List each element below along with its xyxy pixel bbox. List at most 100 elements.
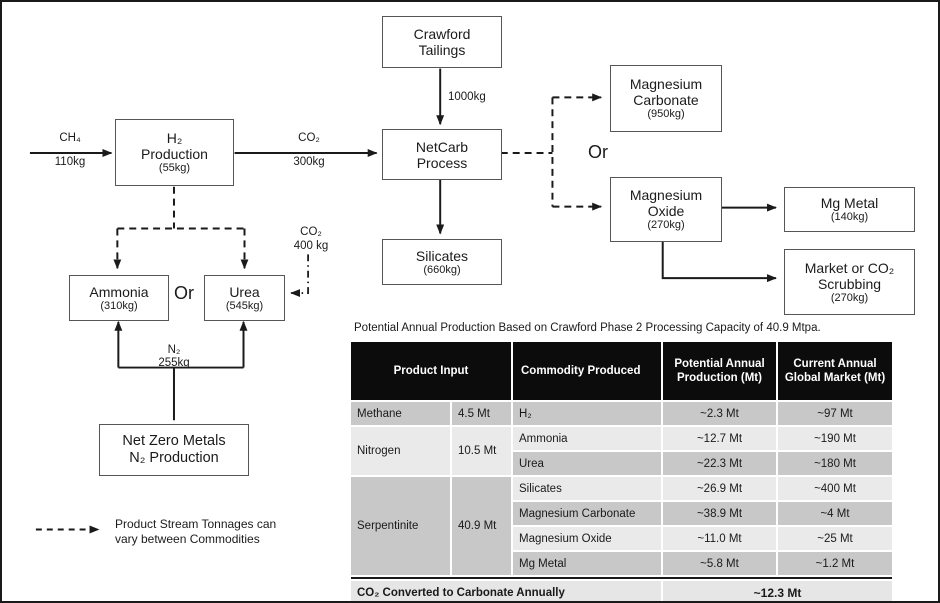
table-row: Mg Metal ~5.8 Mt ~1.2 Mt bbox=[351, 552, 892, 575]
cell-commodity: Magnesium Oxide bbox=[513, 527, 661, 550]
box-magnesium-carbonate: Magnesium Carbonate (950kg) bbox=[610, 65, 722, 132]
box-label: Ammonia bbox=[89, 283, 149, 300]
cell-input: Nitrogen bbox=[351, 427, 450, 475]
box-crawford-tailings: Crawford Tailings bbox=[382, 16, 502, 68]
cell-potential: ~22.3 Mt bbox=[663, 452, 776, 475]
box-mg-metal: Mg Metal (140kg) bbox=[784, 187, 915, 232]
box-amount: (140kg) bbox=[830, 211, 869, 223]
table-row: Serpentinite 40.9 Mt Silicates ~26.9 Mt … bbox=[351, 477, 892, 575]
table-header-row: Product Input Commodity Produced Potenti… bbox=[351, 342, 892, 400]
or-label-products: Or bbox=[174, 283, 194, 303]
flow-label-n2: N₂ bbox=[167, 344, 181, 356]
production-table: Product Input Commodity Produced Potenti… bbox=[349, 340, 894, 601]
legend-line1: Product Stream Tonnages can bbox=[115, 517, 277, 531]
cell-commodity: H₂ bbox=[513, 402, 661, 425]
table-row: Magnesium Oxide ~11.0 Mt ~25 Mt bbox=[351, 527, 892, 550]
footer-label: CO₂ Converted to Carbonate Annually bbox=[351, 581, 661, 601]
box-label: Magnesium bbox=[629, 187, 703, 203]
box-label: Market or CO₂ bbox=[804, 259, 895, 276]
cell-market: ~190 Mt bbox=[778, 427, 892, 450]
box-h2-production: H₂ Production (55kg) bbox=[115, 119, 234, 186]
cell-commodity: Urea bbox=[513, 452, 661, 475]
table-footer-row: CO₂ Converted to Carbonate Annually ~12.… bbox=[351, 581, 892, 601]
box-label: H₂ bbox=[166, 130, 183, 146]
arrow-co2-400-to-urea bbox=[290, 254, 309, 298]
box-urea: Urea (545kg) bbox=[204, 275, 285, 321]
line-netcarb-dashed-trunk bbox=[500, 97, 554, 207]
cell-input-amount: 10.5 Mt bbox=[452, 427, 511, 475]
box-netcarb-process: NetCarb Process bbox=[382, 129, 502, 180]
legend-line2: vary between Commodities bbox=[115, 532, 260, 546]
flow-label-ch4: CH₄ bbox=[59, 132, 81, 144]
arrow-mgoxide-to-market bbox=[661, 241, 777, 283]
cell-potential: ~38.9 Mt bbox=[663, 502, 776, 525]
cell-input-amount: 4.5 Mt bbox=[452, 402, 511, 425]
table-separator bbox=[351, 577, 892, 579]
cell-potential: ~5.8 Mt bbox=[663, 552, 776, 575]
cell-input: Serpentinite bbox=[351, 477, 450, 575]
box-label: Tailings bbox=[418, 42, 466, 58]
box-magnesium-oxide: Magnesium Oxide (270kg) bbox=[610, 177, 722, 242]
box-silicates: Silicates (660kg) bbox=[382, 239, 502, 285]
cell-market: ~180 Mt bbox=[778, 452, 892, 475]
table-row: Urea ~22.3 Mt ~180 Mt bbox=[351, 452, 892, 475]
box-label: Mg Metal bbox=[820, 195, 879, 211]
cell-commodity: Silicates bbox=[513, 477, 661, 500]
box-amount: (950kg) bbox=[647, 108, 685, 120]
box-amount: (310kg) bbox=[100, 299, 138, 312]
table-title: Potential Annual Production Based on Cra… bbox=[354, 322, 821, 334]
box-amount: (270kg) bbox=[647, 219, 685, 231]
header-product-input: Product Input bbox=[351, 342, 511, 400]
cell-market: ~4 Mt bbox=[778, 502, 892, 525]
footer-value: ~12.3 Mt bbox=[663, 581, 892, 601]
header-potential-production: Potential Annual Production (Mt) bbox=[663, 342, 776, 400]
cell-commodity: Ammonia bbox=[513, 427, 661, 450]
box-amount: (270kg) bbox=[830, 291, 869, 304]
flow-label-co2-mass: 300kg bbox=[293, 156, 325, 168]
table-row: Magnesium Carbonate ~38.9 Mt ~4 Mt bbox=[351, 502, 892, 525]
legend: Product Stream Tonnages can vary between… bbox=[115, 517, 276, 547]
cell-market: ~25 Mt bbox=[778, 527, 892, 550]
flow-label-co2-400: CO₂ bbox=[300, 226, 322, 238]
flow-label-ch4-mass: 110kg bbox=[54, 156, 86, 168]
table-row: Methane 4.5 Mt H₂ ~2.3 Mt ~97 Mt bbox=[351, 402, 892, 425]
cell-potential: ~2.3 Mt bbox=[663, 402, 776, 425]
box-market-co2-scrubbing: Market or CO₂ Scrubbing (270kg) bbox=[784, 249, 915, 315]
flow-label-n2-mass: 255kg bbox=[158, 357, 190, 369]
box-ammonia: Ammonia (310kg) bbox=[69, 275, 169, 321]
box-amount: (660kg) bbox=[423, 263, 461, 276]
box-label: Net Zero Metals bbox=[122, 433, 226, 449]
box-label: N₂ Production bbox=[129, 450, 219, 466]
box-label: Production bbox=[141, 146, 208, 162]
cell-market: ~400 Mt bbox=[778, 477, 892, 500]
header-global-market: Current Annual Global Market (Mt) bbox=[778, 342, 892, 400]
box-label: Process bbox=[416, 154, 468, 171]
flow-label-co2: CO₂ bbox=[298, 132, 320, 144]
cell-commodity: Mg Metal bbox=[513, 552, 661, 575]
box-label: Oxide bbox=[647, 203, 685, 219]
flow-label-tailings-mass: 1000kg bbox=[448, 91, 486, 103]
flow-label-co2-400-mass: 400 kg bbox=[293, 240, 329, 252]
cell-commodity: Magnesium Carbonate bbox=[513, 502, 661, 525]
line-netzero-n2-trunk bbox=[118, 366, 244, 421]
box-label: Silicates bbox=[415, 247, 469, 264]
cell-potential: ~12.7 Mt bbox=[663, 427, 776, 450]
or-label-magnesium: Or bbox=[588, 142, 608, 162]
box-label: NetCarb bbox=[415, 138, 469, 155]
cell-market: ~1.2 Mt bbox=[778, 552, 892, 575]
box-label: Urea bbox=[229, 283, 260, 300]
box-label: Magnesium bbox=[629, 76, 703, 92]
box-label: Crawford bbox=[413, 26, 471, 42]
box-amount: (55kg) bbox=[158, 162, 191, 174]
header-commodity-produced: Commodity Produced bbox=[513, 342, 661, 400]
box-amount: (545kg) bbox=[225, 299, 264, 312]
cell-input-amount: 40.9 Mt bbox=[452, 477, 511, 575]
cell-market: ~97 Mt bbox=[778, 402, 892, 425]
line-h2-dashed-trunk bbox=[117, 186, 245, 230]
box-netzero-n2-production: Net Zero Metals N₂ Production bbox=[99, 424, 249, 476]
cell-potential: ~26.9 Mt bbox=[663, 477, 776, 500]
cell-potential: ~11.0 Mt bbox=[663, 527, 776, 550]
cell-input: Methane bbox=[351, 402, 450, 425]
